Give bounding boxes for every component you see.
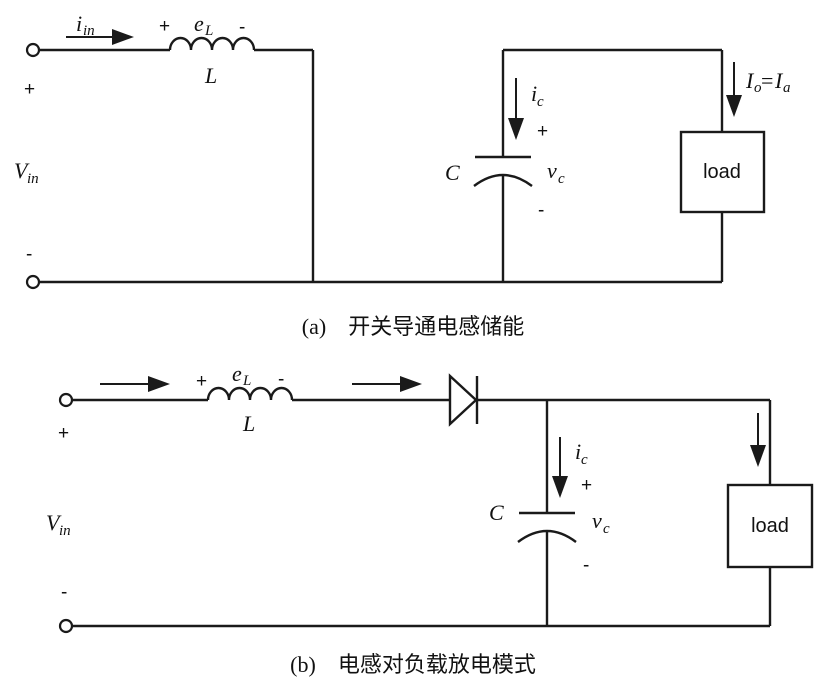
- emf-label-sub: L: [204, 23, 213, 39]
- output-current-label-sub: o: [754, 80, 762, 96]
- load-label: load: [751, 515, 789, 537]
- input-terminal-negative: [58, 618, 74, 634]
- cap-minus: -: [583, 555, 589, 576]
- emf-minus: -: [239, 17, 245, 38]
- source-label: V: [14, 158, 30, 183]
- caption-a: (a) 开关导通电感储能: [302, 314, 524, 339]
- capacitor-plate-bottom: [517, 529, 577, 543]
- input-terminal-negative: [25, 274, 41, 290]
- cap-voltage-label-sub: c: [558, 171, 565, 187]
- emf-label: e: [194, 11, 204, 36]
- cap-voltage-label-sub: c: [603, 521, 610, 537]
- capacitor-label: C: [445, 160, 460, 185]
- source-minus: -: [61, 582, 67, 603]
- cap-current-label-sub: c: [581, 452, 588, 468]
- output-current-label-b-sub: a: [783, 80, 791, 96]
- circuit-b: + e L - L + V in - i c + C v c - load (b…: [46, 361, 814, 677]
- circuit-a: i in + e L - L + V in - i c + C v c - I …: [14, 11, 791, 339]
- cap-current-label: i: [575, 439, 581, 464]
- output-current-label: I: [745, 68, 755, 93]
- capacitor-plate-bottom: [473, 173, 533, 187]
- inductor-label: L: [204, 63, 217, 88]
- current-arrow-icon: [400, 376, 422, 392]
- current-arrow-icon: [508, 118, 524, 140]
- caption-b: (b) 电感对负载放电模式: [290, 652, 536, 677]
- current-label: i: [76, 11, 82, 36]
- current-arrow-icon: [552, 476, 568, 498]
- source-label-sub: in: [27, 171, 39, 187]
- cap-voltage-label: v: [592, 508, 602, 533]
- input-terminal-positive: [25, 42, 41, 58]
- cap-voltage-label: v: [547, 158, 557, 183]
- source-label-sub: in: [59, 523, 71, 539]
- diode-symbol: [448, 373, 478, 427]
- inductor-label: L: [242, 411, 255, 436]
- current-label-sub: in: [83, 23, 95, 39]
- source-label: V: [46, 510, 62, 535]
- current-arrow-icon: [148, 376, 170, 392]
- emf-plus: +: [196, 371, 207, 392]
- output-current-label-b: I: [774, 68, 784, 93]
- load-label: load: [703, 161, 741, 183]
- emf-label: e: [232, 361, 242, 386]
- source-plus: +: [24, 79, 35, 100]
- input-terminal-positive: [58, 392, 74, 408]
- inductor-symbol: [168, 36, 256, 51]
- inductor-symbol: [206, 386, 294, 401]
- current-arrow-icon: [750, 445, 766, 467]
- emf-label-sub: L: [242, 373, 251, 389]
- cap-plus: +: [537, 121, 548, 142]
- cap-current-label-sub: c: [537, 94, 544, 110]
- cap-plus: +: [581, 475, 592, 496]
- emf-minus: -: [278, 369, 284, 390]
- current-arrow-icon: [112, 29, 134, 45]
- cap-minus: -: [538, 200, 544, 221]
- capacitor-label: C: [489, 500, 504, 525]
- emf-plus: +: [159, 16, 170, 37]
- equals-sign: =: [761, 68, 773, 93]
- cap-current-label: i: [531, 81, 537, 106]
- current-arrow-icon: [726, 95, 742, 117]
- source-minus: -: [26, 244, 32, 265]
- source-plus: +: [58, 423, 69, 444]
